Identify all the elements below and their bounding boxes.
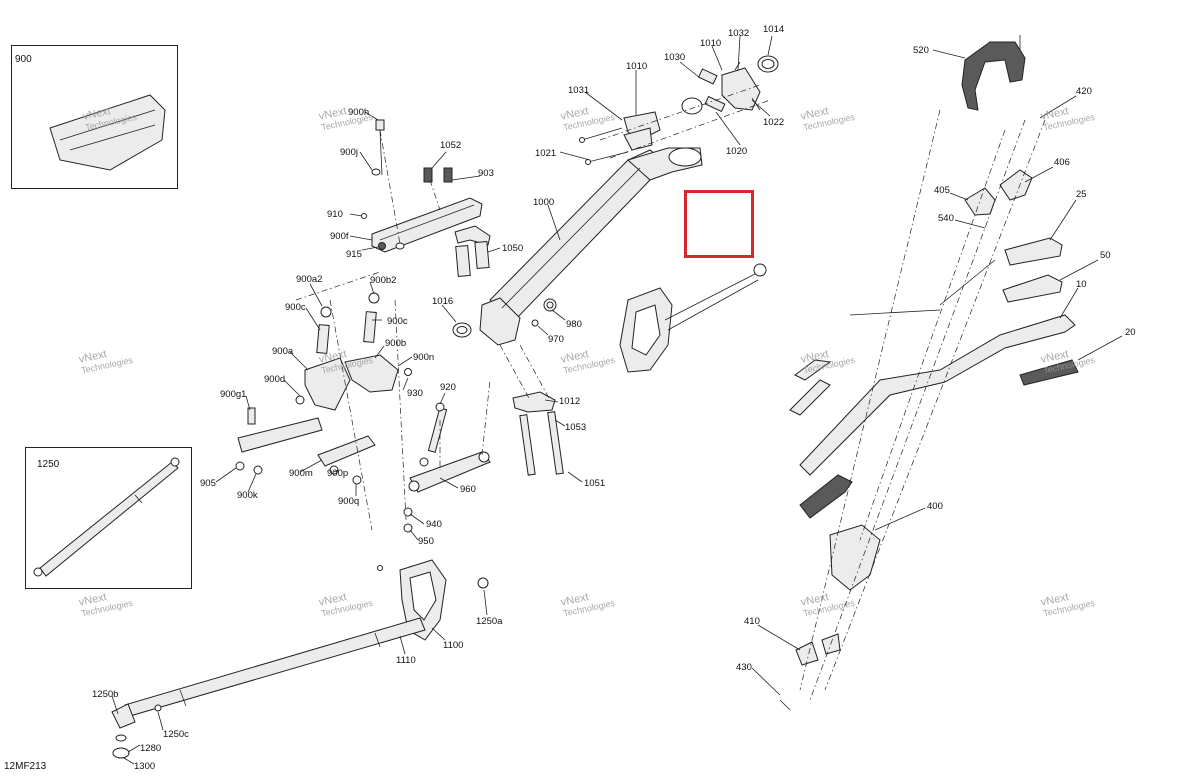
callout-400: 400 bbox=[927, 501, 943, 512]
callout-1250a: 1250a bbox=[476, 616, 503, 627]
callout-1250b: 1250b bbox=[92, 689, 119, 700]
linkage-900-parts bbox=[235, 271, 412, 531]
callout-420: 420 bbox=[1076, 86, 1092, 97]
callout-1022: 1022 bbox=[763, 117, 785, 128]
callout-1010-a: 1010 bbox=[626, 61, 648, 72]
callout-900q: 900q bbox=[338, 496, 360, 507]
callout-900b2: 900b2 bbox=[370, 275, 397, 286]
callout-915: 915 bbox=[346, 249, 362, 260]
callout-900f: 900f bbox=[330, 231, 349, 242]
callout-1010-b: 1010 bbox=[700, 38, 722, 49]
tie-rod-1250 bbox=[111, 617, 426, 759]
callout-1031: 1031 bbox=[568, 85, 590, 96]
callout-900a: 900a bbox=[272, 346, 294, 357]
callout-1030: 1030 bbox=[664, 52, 686, 63]
callout-905: 905 bbox=[200, 478, 216, 489]
callout-900j: 900j bbox=[340, 147, 358, 158]
inset-box-900 bbox=[11, 45, 178, 189]
callout-940: 940 bbox=[426, 519, 442, 530]
callout-900b: 900b bbox=[385, 338, 407, 349]
callout-1000: 1000 bbox=[533, 197, 555, 208]
callout-900g1: 900g1 bbox=[220, 389, 247, 400]
callout-1110: 1110 bbox=[396, 655, 416, 666]
handlebar-assembly bbox=[779, 41, 1079, 711]
callout-1020: 1020 bbox=[726, 146, 748, 157]
callout-920: 920 bbox=[440, 382, 456, 393]
bracket-assembly-900 bbox=[361, 119, 483, 253]
callout-900c-b: 900c bbox=[387, 316, 408, 327]
callout-1051: 1051 bbox=[584, 478, 606, 489]
steering-arm-housing bbox=[619, 263, 767, 373]
highlight-box bbox=[684, 190, 754, 258]
callout-900d: 900d bbox=[264, 374, 286, 385]
upper-clamp-parts bbox=[579, 55, 779, 165]
callout-1016: 1016 bbox=[432, 296, 454, 307]
callout-1280: 1280 bbox=[140, 743, 162, 754]
callout-1014: 1014 bbox=[763, 24, 785, 35]
steering-column-1000 bbox=[479, 147, 703, 346]
callout-960: 960 bbox=[460, 484, 476, 495]
callout-970: 970 bbox=[548, 334, 564, 345]
callout-900p: 900p bbox=[327, 468, 349, 479]
callout-930: 930 bbox=[407, 388, 423, 399]
callout-900h: 900h bbox=[348, 107, 370, 118]
callout-1012: 1012 bbox=[559, 396, 581, 407]
callout-406: 406 bbox=[1054, 157, 1070, 168]
leader-lines bbox=[111, 35, 1123, 765]
callout-1250c: 1250c bbox=[163, 729, 189, 740]
inset-1250-drawing bbox=[33, 457, 180, 577]
callout-430: 430 bbox=[736, 662, 752, 673]
callout-20: 20 bbox=[1125, 327, 1136, 338]
lower-column-parts bbox=[452, 225, 564, 476]
callout-900k: 900k bbox=[237, 490, 258, 501]
callout-10: 10 bbox=[1076, 279, 1087, 290]
callout-910: 910 bbox=[327, 209, 343, 220]
callout-1053: 1053 bbox=[565, 422, 587, 433]
callout-903: 903 bbox=[478, 168, 494, 179]
callout-950: 950 bbox=[418, 536, 434, 547]
callout-900n: 900n bbox=[413, 352, 435, 363]
callout-1052: 1052 bbox=[440, 140, 462, 151]
callout-1050: 1050 bbox=[502, 243, 524, 254]
callout-980: 980 bbox=[566, 319, 582, 330]
callout-1300: 1300 bbox=[134, 761, 156, 772]
callout-50: 50 bbox=[1100, 250, 1111, 261]
callout-900c-a: 900c bbox=[285, 302, 306, 313]
callout-1100: 1100 bbox=[443, 640, 464, 651]
tie-rod-link-parts bbox=[403, 379, 491, 533]
callout-410: 410 bbox=[744, 616, 760, 627]
callout-540: 540 bbox=[938, 213, 954, 224]
inset-900-drawing bbox=[49, 94, 166, 171]
callout-405: 405 bbox=[934, 185, 950, 196]
callout-1021: 1021 bbox=[535, 148, 557, 159]
callout-520: 520 bbox=[913, 45, 929, 56]
callout-900a2: 900a2 bbox=[296, 274, 323, 285]
inset-box-1250 bbox=[25, 447, 192, 589]
diagram-reference: 12MF213 bbox=[4, 761, 47, 772]
callout-25: 25 bbox=[1076, 189, 1087, 200]
inset-label-1250: 1250 bbox=[37, 459, 60, 470]
inset-label-900: 900 bbox=[15, 54, 32, 65]
callout-900m: 900m bbox=[289, 468, 313, 479]
callout-1032: 1032 bbox=[728, 28, 750, 39]
